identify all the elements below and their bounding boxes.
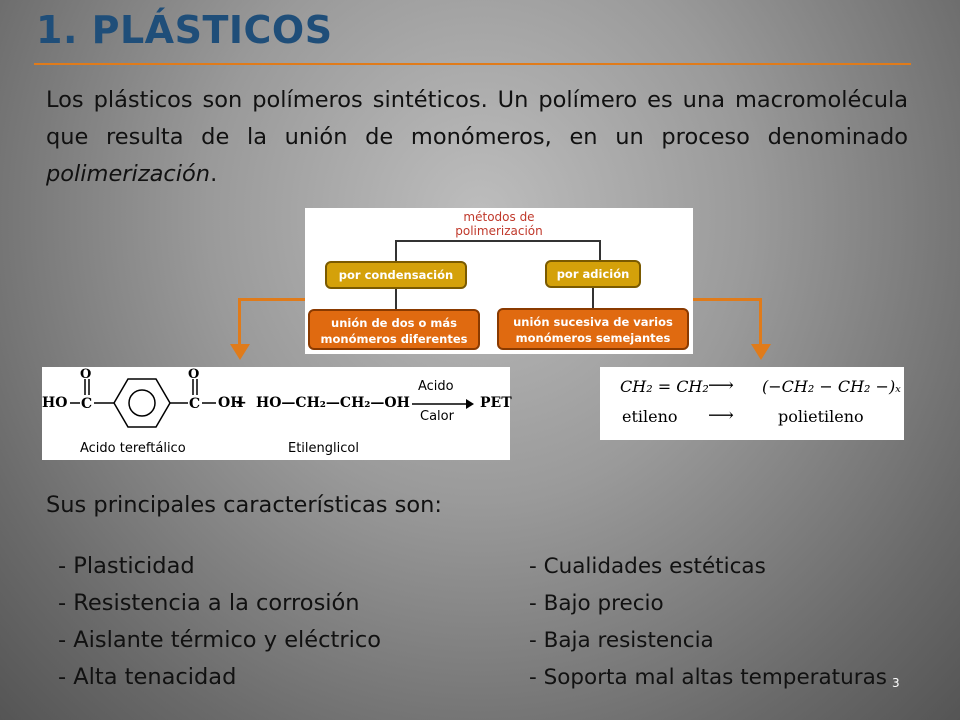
polyethylene-name: polietileno bbox=[778, 407, 864, 426]
list-item: - Resistencia a la corrosión bbox=[58, 590, 360, 616]
catalyst-bottom-label: Calor bbox=[420, 409, 454, 424]
page-number: 3 bbox=[892, 676, 900, 690]
list-item: - Cualidades estéticas bbox=[529, 554, 766, 579]
diagram-right-stem bbox=[592, 288, 594, 308]
intro-emphasis: polimerización bbox=[46, 161, 211, 187]
diagram-branch-right bbox=[599, 240, 601, 262]
condensation-description-box: unión de dos o más monómeros diferentes bbox=[308, 309, 480, 350]
list-item: - Baja resistencia bbox=[529, 628, 714, 653]
svg-text:C: C bbox=[189, 396, 200, 412]
addition-description-box: unión sucesiva de varios monómeros semej… bbox=[497, 308, 689, 350]
polyethylene-formula: (−CH₂ − CH₂ −)ₓ bbox=[762, 377, 901, 396]
oh-right-label: OH bbox=[218, 395, 244, 411]
polymerization-diagram: métodos de polimerización por condensaci… bbox=[305, 208, 693, 354]
right-arrow-head-icon bbox=[751, 344, 771, 360]
reaction-arrow-bottom-icon: ⟶ bbox=[708, 405, 734, 426]
list-item: - Plasticidad bbox=[58, 553, 195, 579]
addition-desc-line2: monómeros semejantes bbox=[515, 331, 671, 345]
reaction-arrow-top-icon: ⟶ bbox=[708, 375, 734, 396]
svg-text:C: C bbox=[81, 396, 92, 412]
reaction-arrow-icon bbox=[412, 399, 474, 409]
polyethylene-equation: CH₂ = CH₂ ⟶ (−CH₂ − CH₂ −)ₓ etileno ⟶ po… bbox=[600, 367, 904, 440]
diagram-header-line1: métodos de bbox=[463, 210, 535, 224]
right-connector-horizontal bbox=[692, 298, 762, 301]
catalyst-top-label: Acido bbox=[418, 379, 454, 394]
list-item: - Alta tenacidad bbox=[58, 664, 237, 690]
ethylene-name: etileno bbox=[622, 407, 678, 426]
condensation-desc-line1: unión de dos o más bbox=[331, 316, 457, 330]
characteristics-left-list: - Plasticidad - Resistencia a la corrosi… bbox=[58, 548, 381, 696]
diagram-header-line2: polimerización bbox=[455, 224, 543, 238]
characteristics-heading: Sus principales características son: bbox=[46, 492, 443, 518]
terephthalic-acid-name: Acido tereftálico bbox=[80, 441, 186, 456]
characteristics-right-list: - Cualidades estéticas - Bajo precio - B… bbox=[529, 548, 887, 696]
slide-title: 1. PLÁSTICOS bbox=[36, 8, 333, 52]
left-connector-vertical bbox=[238, 298, 241, 350]
diagram-left-stem bbox=[395, 289, 397, 309]
ethylene-formula: CH₂ = CH₂ bbox=[620, 377, 709, 396]
left-connector-horizontal bbox=[238, 298, 308, 301]
ethylene-glycol-formula: HO—CH₂—CH₂—OH bbox=[256, 395, 410, 411]
diagram-branch-left bbox=[395, 240, 397, 262]
title-underline bbox=[34, 63, 911, 65]
pet-equation: HO C O C O OH + HO—CH₂—CH₂—OH Acido Calo… bbox=[42, 367, 512, 460]
list-item: - Aislante térmico y eléctrico bbox=[58, 627, 381, 653]
list-item: - Bajo precio bbox=[529, 591, 664, 616]
intro-text: Los plásticos son polímeros sintéticos. … bbox=[46, 87, 908, 150]
list-item: - Soporta mal altas temperaturas bbox=[529, 665, 887, 690]
condensation-desc-line2: monómeros diferentes bbox=[320, 332, 468, 346]
intro-paragraph: Los plásticos son polímeros sintéticos. … bbox=[46, 82, 908, 193]
addition-desc-line1: unión sucesiva de varios bbox=[513, 315, 673, 329]
plus-sign: + bbox=[235, 395, 247, 411]
intro-end: . bbox=[210, 161, 218, 187]
ethylene-glycol-name: Etilenglicol bbox=[288, 441, 359, 456]
method-condensation-box: por condensación bbox=[325, 261, 467, 289]
diagram-branch-top bbox=[395, 240, 601, 242]
ho-left-label: HO bbox=[42, 395, 68, 411]
diagram-header: métodos de polimerización bbox=[305, 210, 693, 238]
right-connector-vertical bbox=[759, 298, 762, 350]
svg-text:O: O bbox=[188, 367, 199, 382]
product-pet-label: PET bbox=[480, 395, 512, 411]
terephthalic-acid-structure: C O C O bbox=[70, 367, 216, 428]
left-arrow-head-icon bbox=[230, 344, 250, 360]
method-addition-box: por adición bbox=[545, 260, 641, 288]
svg-text:O: O bbox=[80, 367, 91, 382]
